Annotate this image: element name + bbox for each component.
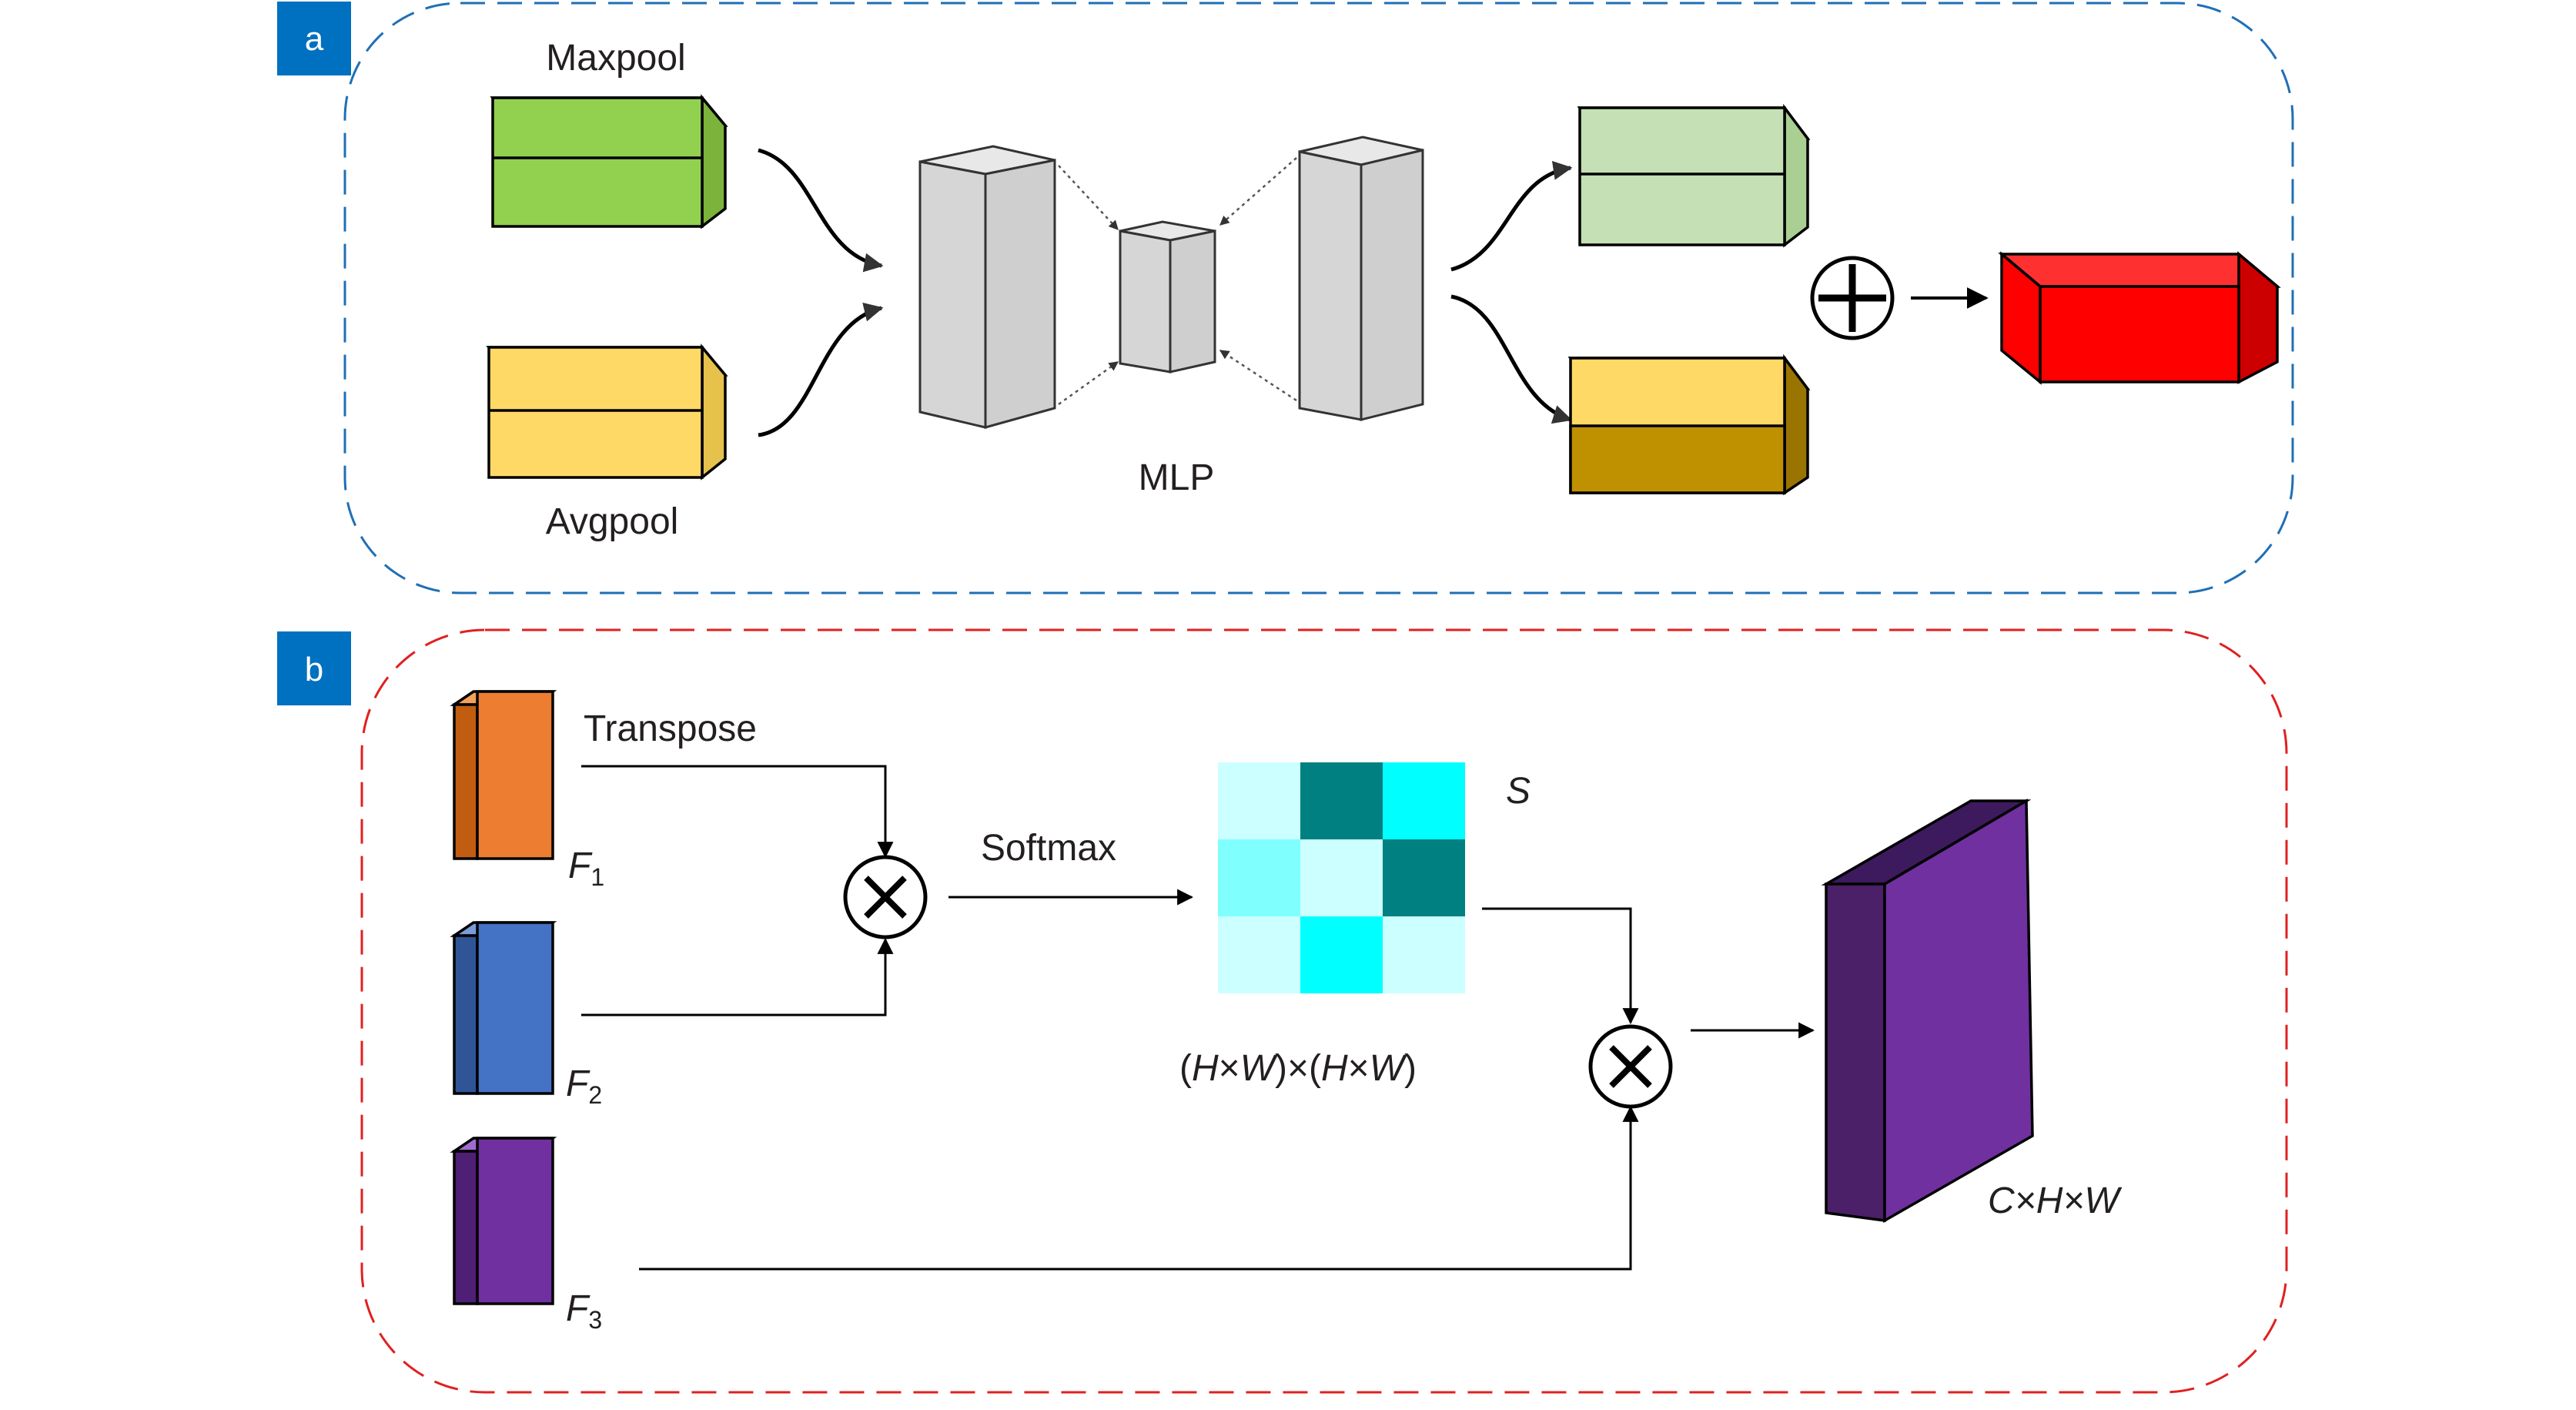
f2-label: F2 — [566, 1063, 602, 1109]
matrix-cell — [1383, 916, 1465, 993]
multiply-operator-2 — [1588, 1024, 1673, 1109]
mlp-connector-3 — [1219, 157, 1297, 226]
output-label: C×H×W — [1988, 1181, 2123, 1221]
matrix-cell — [1218, 839, 1300, 916]
panel-a-border — [343, 2, 2294, 594]
panel-b-tag-text: b — [305, 651, 323, 688]
avgpool-label: Avgpool — [546, 501, 679, 542]
panel-b-tag: b — [277, 631, 351, 705]
maxpool-label: Maxpool — [546, 38, 685, 79]
softmax-label: Softmax — [981, 828, 1116, 869]
panel-a: a Maxpool Avgpool — [277, 2, 2294, 594]
output-bottom-block — [1567, 353, 1811, 496]
transpose-label: Transpose — [584, 708, 757, 749]
avgpool-to-mlp-arrow — [758, 303, 884, 437]
s-label: S — [1506, 771, 1531, 812]
mlp-label: MLP — [1139, 457, 1215, 498]
add-operator — [1810, 256, 1895, 340]
panel-b-border — [360, 628, 2288, 1394]
matrix-cell — [1300, 839, 1383, 916]
f3-block — [450, 1137, 557, 1305]
matrix-cell — [1300, 916, 1383, 993]
f3-to-multiply-line — [639, 1105, 1639, 1271]
matrix-dimension-label: (H×W)×(H×W) — [1179, 1048, 1417, 1089]
mlp-connector-2 — [1058, 360, 1119, 406]
matrix-cell — [1383, 762, 1465, 839]
mlp-to-bottom-output-arrow — [1450, 294, 1573, 424]
output-block — [1821, 798, 2034, 1224]
maxpool-block — [490, 94, 728, 229]
mlp-to-top-output-arrow — [1450, 161, 1573, 272]
multiply-operator-1 — [843, 855, 928, 939]
f2-block — [450, 921, 557, 1095]
f1-to-multiply-line — [581, 765, 894, 859]
matrix-cell — [1383, 839, 1465, 916]
maxpool-to-mlp-arrow — [758, 148, 884, 273]
f2-to-multiply-line — [581, 937, 894, 1016]
f1-block — [450, 690, 557, 860]
mlp-right-block — [1298, 136, 1424, 421]
mlp-connector-4 — [1219, 349, 1297, 402]
panel-a-tag: a — [277, 2, 351, 75]
result-block — [1998, 251, 2281, 385]
matrix-cell — [1300, 762, 1383, 839]
output-top-block — [1577, 103, 1811, 248]
matrix-cell — [1218, 762, 1300, 839]
mlp-left-block — [918, 145, 1056, 429]
f3-label: F3 — [566, 1288, 602, 1334]
mlp-middle-block — [1119, 220, 1216, 373]
avgpool-block — [486, 343, 728, 481]
matrix-to-multiply-line — [1482, 907, 1639, 1025]
mlp-connector-1 — [1058, 165, 1119, 230]
matrix-cell — [1218, 916, 1300, 993]
f1-label: F1 — [568, 846, 604, 891]
panel-a-tag-text: a — [305, 20, 324, 58]
panel-b: b F1 F2 F3 Transpose — [277, 628, 2288, 1394]
similarity-matrix — [1218, 762, 1465, 993]
